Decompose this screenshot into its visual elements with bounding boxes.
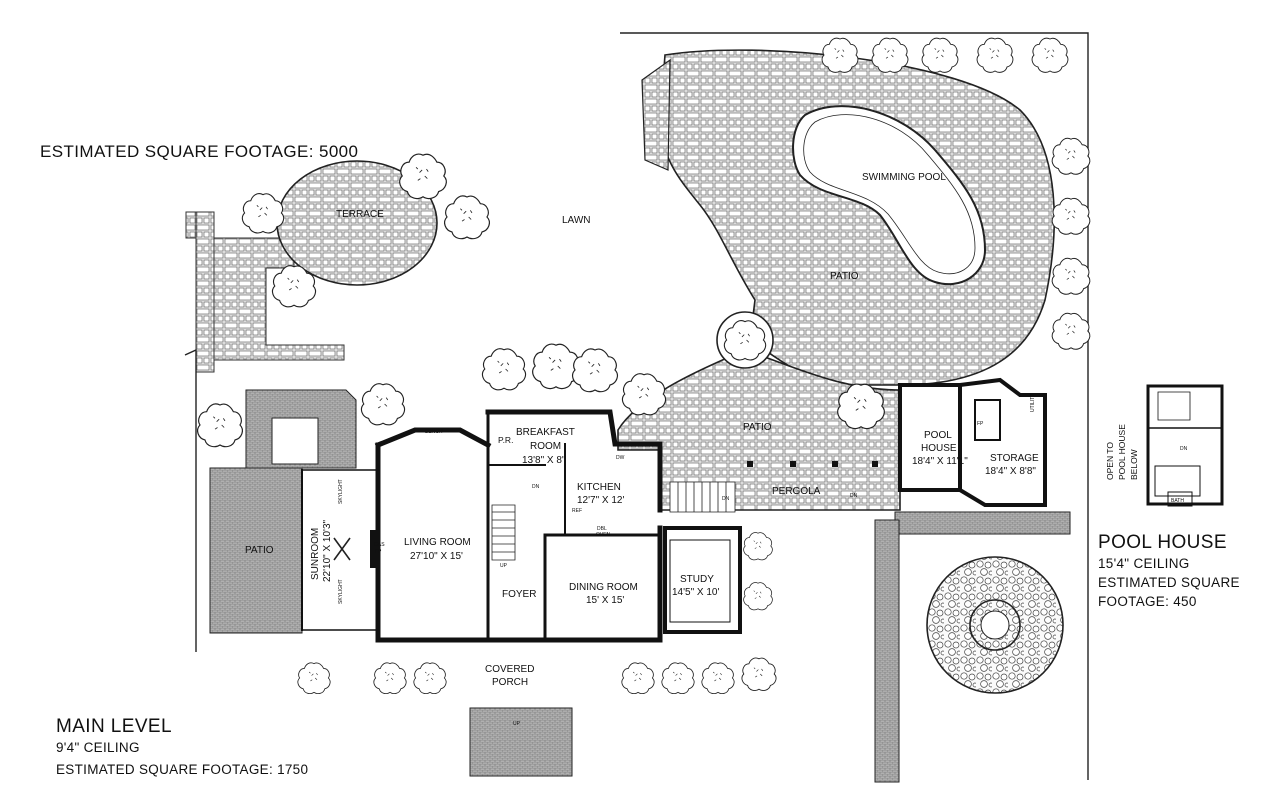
label-pool-house-dim: 18'4" X 11'1": [912, 456, 968, 467]
label-dn-pergola: DN: [850, 493, 858, 499]
label-study: STUDY: [680, 574, 714, 585]
pool-house-footage-line2: FOOTAGE: 450: [1098, 594, 1197, 609]
label-powder-room: P.R.: [498, 435, 513, 445]
label-breakfast: BREAKFAST: [516, 427, 575, 438]
label-patio-middle: PATIO: [743, 422, 772, 433]
label-patio-left: PATIO: [245, 545, 274, 556]
front-steps: [469, 707, 573, 777]
label-foyer: FOYER: [502, 589, 536, 600]
label-dn-kitchen: DN: [532, 484, 540, 490]
sunroom-mark: [333, 537, 351, 561]
label-sunroom: SUNROOM: [310, 528, 321, 580]
pool-house-walk: [894, 511, 1071, 535]
west-strip: [195, 211, 215, 373]
sunroom-patio: [209, 467, 303, 634]
pergola-posts: [747, 461, 878, 467]
label-lawn: LAWN: [562, 215, 591, 226]
label-skylight-1: SKYLIGHT: [338, 479, 344, 504]
brick-areas: [209, 389, 1071, 783]
label-porch: PORCH: [492, 677, 528, 688]
garden-paving: [185, 49, 1055, 511]
label-ref: REF: [572, 508, 582, 514]
label-swimming-pool: SWIMMING POOL: [862, 172, 946, 183]
label-oven: OVEN: [596, 532, 611, 538]
label-up-porch: UP: [513, 721, 521, 727]
label-covered: COVERED: [485, 664, 534, 675]
loft-plan: BATH DN: [1146, 384, 1224, 507]
open-to-note: OPEN TO POOL HOUSE BELOW: [1105, 424, 1139, 480]
label-utility: UTILITY: [1030, 393, 1036, 412]
label-study-dim: 14'5" X 10': [672, 587, 719, 598]
pool-house-ceiling: 15'4" CEILING: [1098, 556, 1190, 571]
label-kitchen: KITCHEN: [577, 482, 621, 493]
main-level-title: MAIN LEVEL: [56, 716, 172, 737]
label-kitchen-dim: 12'7" X 12': [577, 495, 624, 506]
label-dn-loft: DN: [1180, 446, 1188, 452]
label-gas: GAS: [374, 542, 385, 548]
label-dining-room: DINING ROOM: [569, 582, 638, 593]
label-gas-fp: FP: [375, 549, 382, 555]
label-sunroom-dim: 22'10" X 10'3": [322, 519, 333, 582]
label-open-to-2: POOL HOUSE: [1117, 424, 1127, 480]
pool-house-outline: [898, 377, 1047, 507]
label-pergola: PERGOLA: [772, 486, 821, 497]
stone-circle: [926, 556, 1064, 694]
label-open-to-3: BELOW: [1129, 449, 1139, 480]
fireplace: [370, 530, 380, 568]
label-breakfast-room: ROOM: [530, 441, 561, 452]
label-skylight-2: SKYLIGHT: [338, 579, 344, 604]
estimated-total-footage: ESTIMATED SQUARE FOOTAGE: 5000: [40, 142, 359, 161]
east-brick-edge: [874, 519, 900, 783]
label-bench: BENCH: [425, 429, 443, 435]
label-storage-dim: 18'4" X 8'8": [985, 466, 1036, 477]
label-living-room: LIVING ROOM: [404, 537, 471, 548]
main-level-ceiling: 9'4" CEILING: [56, 740, 140, 755]
pool-house-footage-line1: ESTIMATED SQUARE: [1098, 575, 1240, 590]
label-house: HOUSE: [921, 443, 957, 454]
room-labels: TERRACE LAWN SWIMMING POOL PATIO PATIO P…: [245, 172, 1039, 727]
label-pool: POOL: [924, 430, 952, 441]
label-dining-dim: 15' X 15': [586, 595, 624, 606]
pool-patio: [659, 49, 1055, 386]
property-lines: [184, 32, 1089, 780]
label-dw: DW: [616, 455, 625, 461]
stairs: [491, 481, 736, 561]
label-dn-patio: DN: [722, 496, 730, 502]
north-opening: [271, 417, 319, 465]
pool-house-title: POOL HOUSE: [1098, 532, 1227, 553]
label-living-dim: 27'10" X 15': [410, 551, 463, 562]
label-pool-house-fp: FP: [977, 421, 984, 427]
label-terrace: TERRACE: [336, 209, 384, 220]
label-storage: STORAGE: [990, 453, 1039, 464]
swimming-pool: [792, 105, 987, 286]
label-bath: BATH: [1171, 498, 1184, 504]
pool-patio-side: [641, 58, 671, 171]
label-up-main: UP: [500, 563, 508, 569]
label-breakfast-dim: 13'8" X 8': [522, 455, 564, 466]
label-dbl: DBL: [597, 526, 607, 532]
label-patio-upper: PATIO: [830, 271, 859, 282]
label-open-to-1: OPEN TO: [1105, 442, 1115, 480]
main-level-footage: ESTIMATED SQUARE FOOTAGE: 1750: [56, 762, 309, 777]
